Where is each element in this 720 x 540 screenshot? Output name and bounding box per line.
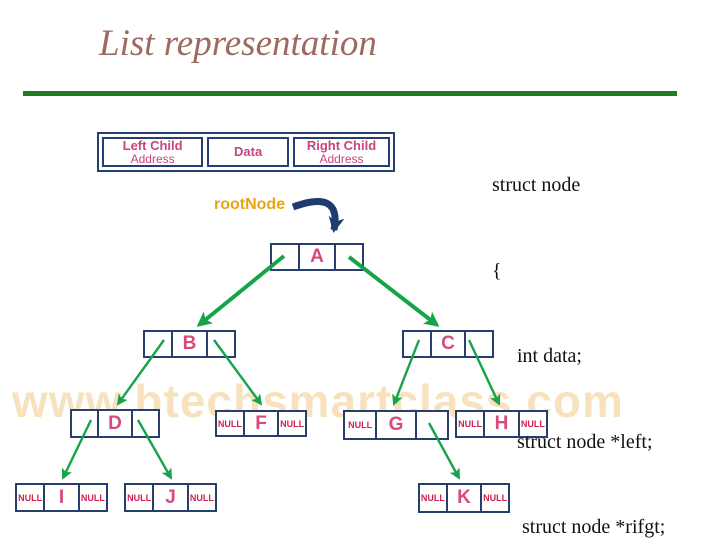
tree-node-B: B [143, 330, 236, 358]
right-child-sublabel: Address [319, 151, 364, 166]
right-pointer-cell: NULL [277, 410, 307, 437]
data-cell: Data [207, 137, 289, 167]
data-value-cell: H [483, 410, 520, 438]
left-pointer-cell: NULL [455, 410, 486, 438]
left-pointer-cell: NULL [215, 410, 245, 437]
left-pointer-cell [270, 243, 301, 271]
data-value-cell: G [375, 410, 417, 440]
left-pointer-cell: NULL [124, 483, 155, 512]
left-child-address-cell: Left Child Address [102, 137, 204, 167]
page-title: List representation [99, 23, 377, 64]
right-pointer-cell [464, 330, 494, 358]
data-value-cell: J [152, 483, 189, 512]
right-child-label: Right Child [306, 138, 377, 154]
tree-node-A: A [270, 243, 365, 271]
data-label: Data [234, 144, 263, 160]
left-pointer-cell [143, 330, 174, 358]
right-pointer-cell [205, 330, 236, 358]
code-line: struct node *left; [492, 430, 653, 453]
left-child-label: Left Child [122, 138, 183, 154]
left-pointer-cell: NULL [15, 483, 46, 512]
data-value-cell: B [171, 330, 208, 358]
code-line: int data; [492, 345, 582, 367]
tree-node-C: C [402, 330, 494, 358]
data-value-cell: F [242, 410, 280, 437]
right-pointer-cell: NULL [186, 483, 217, 512]
node-structure-diagram: Left Child Address Data Right Child Addr… [97, 132, 395, 172]
code-line: { [492, 259, 502, 282]
right-pointer-cell: NULL [480, 483, 510, 513]
data-value-cell: K [445, 483, 483, 513]
data-value-cell: I [43, 483, 80, 512]
right-pointer-cell [333, 243, 365, 271]
code-line: struct node [492, 174, 581, 196]
title-underline [23, 91, 677, 96]
left-pointer-cell [402, 330, 432, 358]
left-pointer-cell: NULL [418, 483, 448, 513]
right-pointer-cell [414, 410, 449, 440]
struct-code-block: struct node { int data; struct node *lef… [492, 114, 665, 540]
left-pointer-cell [70, 409, 100, 438]
right-child-address-cell: Right Child Address [293, 137, 390, 167]
right-pointer-cell [130, 409, 160, 438]
data-value-cell: A [298, 243, 336, 271]
data-value-cell: C [429, 330, 467, 358]
left-child-sublabel: Address [130, 151, 175, 166]
left-pointer-cell: NULL [343, 410, 378, 440]
right-pointer-cell: NULL [517, 410, 548, 438]
data-value-cell: D [97, 409, 133, 438]
right-pointer-cell: NULL [77, 483, 108, 512]
tree-node-D: D [70, 409, 160, 438]
code-line: struct node *rifgt; [492, 516, 666, 538]
root-node-label: rootNode [214, 196, 286, 213]
